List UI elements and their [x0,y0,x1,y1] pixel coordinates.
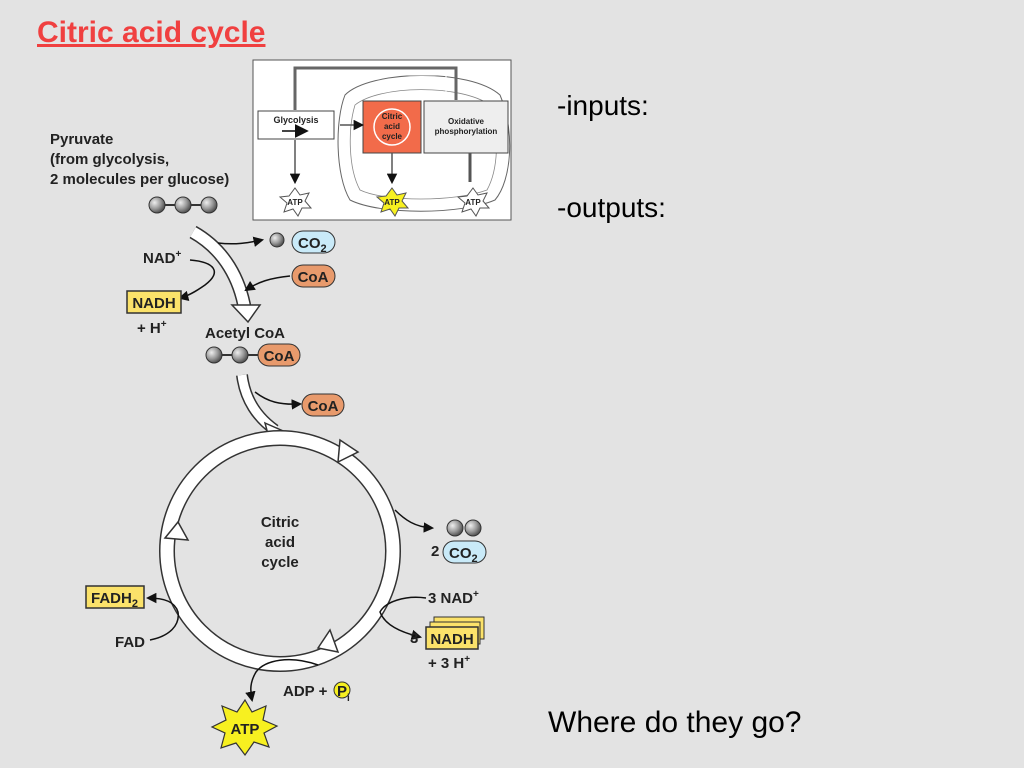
slide-title: Citric acid cycle [37,16,266,49]
cycle-label-line3: cycle [261,554,299,571]
pi-label: Pi [337,683,350,704]
pyruvate-line1: Pyruvate [50,131,113,148]
adp-label: ADP + [283,683,328,700]
inset-atp-2: ATP [384,198,400,207]
plus-3h-label: + 3 H+ [428,654,470,672]
co2-label-1: CO2 [298,235,327,255]
co2-count: 2 [431,543,439,560]
pyruvate-line2: (from glycolysis, [50,151,169,168]
plus-h-label-1: + H+ [137,319,167,337]
fadh2-label: FADH2 [91,590,138,610]
pyruvate-line3: 2 molecules per glucose) [50,171,229,188]
overview-inset: Glycolysis Citric acid cycle Oxidative p… [252,59,512,221]
cycle-label-line1: Citric [261,514,299,531]
inset-glycolysis-label: Glycolysis [273,115,318,125]
inset-citric-line3: cycle [382,132,403,141]
outputs-label: -outputs: [557,192,666,223]
pyruvate-molecule [148,196,218,214]
nadh-label-2: NADH [430,631,473,648]
fad-label: FAD [115,634,145,651]
nad-plus-label: NAD+ [143,249,182,267]
coa-label-2: CoA [264,348,295,365]
nadh-label-1: NADH [132,295,175,312]
inset-citric-line1: Citric [382,112,403,121]
question-text: Where do they go? [548,706,802,739]
atp-label: ATP [231,721,260,738]
cycle-label-line2: acid [265,534,295,551]
nadh-count: 3 [410,630,418,647]
nad-count-label: 3 NAD+ [428,589,479,607]
coa-label-3: CoA [308,398,339,415]
acetyl-coa-label: Acetyl CoA [205,325,285,342]
inset-atp-3: ATP [465,198,481,207]
co2-label-2: CO2 [449,545,478,565]
acetyl-coa-molecule: CoA [205,343,301,367]
coa-label-1: CoA [298,269,329,286]
inset-oxphos-line2: phosphorylation [435,127,498,136]
inset-citric-line2: acid [384,122,400,131]
cycle-ring [159,430,401,672]
inputs-label: -inputs: [557,90,649,121]
inset-oxphos-line1: Oxidative [448,117,485,126]
inset-atp-1: ATP [287,198,303,207]
